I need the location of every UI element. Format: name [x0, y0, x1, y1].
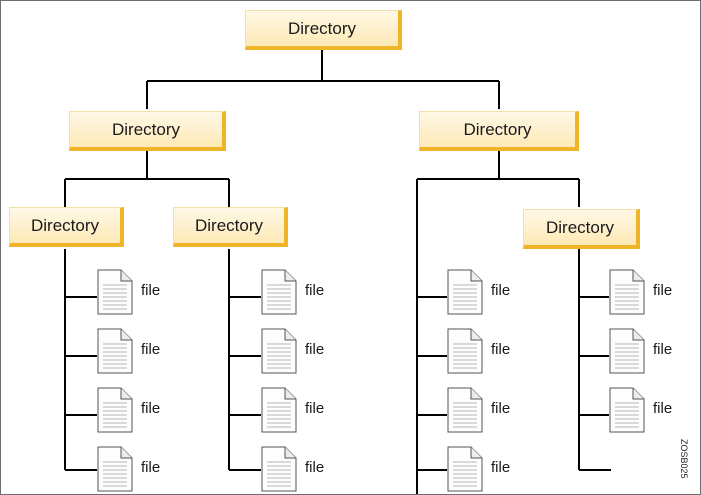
document-page-icon	[97, 269, 133, 315]
file-label: file	[305, 400, 325, 417]
document-page-icon	[261, 328, 297, 374]
document-page-icon	[447, 269, 483, 315]
document-page-icon	[97, 446, 133, 492]
document-page-icon	[97, 328, 133, 374]
document-page-icon	[609, 387, 645, 433]
document-page-icon	[609, 328, 645, 374]
file-label: file	[653, 341, 673, 358]
file-label: file	[653, 282, 673, 299]
file-label: file	[141, 341, 161, 358]
document-page-icon	[261, 269, 297, 315]
file-label: file	[653, 400, 673, 417]
directory-box-right-b: Directory	[523, 209, 640, 249]
document-page-icon	[261, 446, 297, 492]
document-page-icon	[97, 387, 133, 433]
file-label: file	[491, 341, 511, 358]
file-label: file	[141, 459, 161, 476]
file-label: file	[305, 459, 325, 476]
root-directory-box: Directory	[245, 10, 402, 50]
directory-box-left: Directory	[69, 111, 226, 151]
file-label: file	[491, 459, 511, 476]
file-label: file	[305, 282, 325, 299]
file-label: file	[491, 400, 511, 417]
file-label: file	[305, 341, 325, 358]
figure-id: ZOSB025	[679, 439, 689, 479]
file-label: file	[491, 282, 511, 299]
directory-box-left-a: Directory	[9, 207, 124, 247]
document-page-icon	[447, 328, 483, 374]
document-page-icon	[447, 446, 483, 492]
file-label: file	[141, 400, 161, 417]
document-page-icon	[447, 387, 483, 433]
document-page-icon	[609, 269, 645, 315]
directory-box-left-b: Directory	[173, 207, 288, 247]
directory-box-right: Directory	[419, 111, 579, 151]
file-label: file	[141, 282, 161, 299]
document-page-icon	[261, 387, 297, 433]
